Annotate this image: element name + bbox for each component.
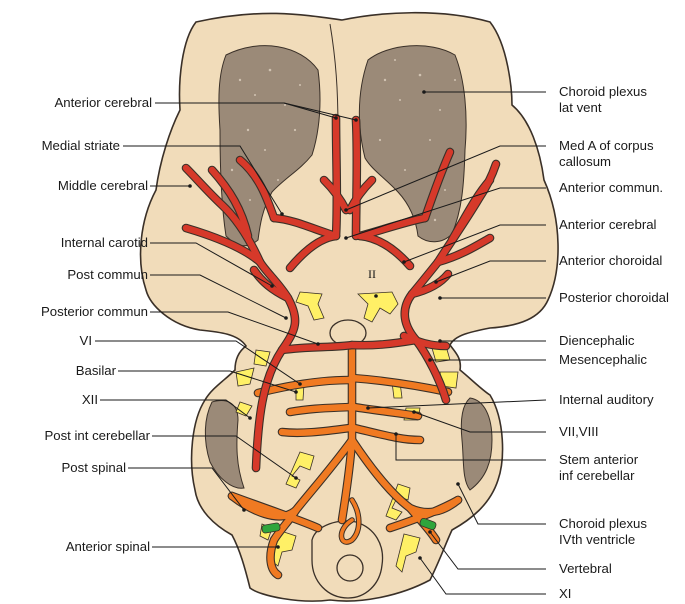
label-anterior-cerebral-right: Anterior cerebral bbox=[559, 217, 657, 232]
label-line: Choroid plexus bbox=[559, 516, 647, 531]
forebrain-outline bbox=[139, 11, 559, 602]
choroid-plexus-ivth-right bbox=[460, 397, 493, 491]
label-middle-cerebral: Middle cerebral bbox=[57, 178, 148, 193]
label-line: Choroid plexus bbox=[559, 84, 647, 99]
label-line: inf cerebellar bbox=[559, 468, 635, 483]
choroid-plexus-ivth-left bbox=[204, 400, 245, 489]
label-internal-carotid: Internal carotid bbox=[60, 235, 148, 250]
leader-dots bbox=[188, 90, 460, 560]
label-medial-striate: Medial striate bbox=[41, 138, 120, 153]
label-post-int-cerebellar: Post int cerebellar bbox=[44, 428, 150, 443]
hypoglossal-right bbox=[395, 533, 421, 573]
leader-lines bbox=[95, 91, 547, 595]
glosso-left bbox=[285, 451, 315, 489]
choroid-plexus-lat-vent-right bbox=[358, 45, 467, 243]
label-vertebral: Vertebral bbox=[559, 561, 612, 576]
label-anterior-spinal: Anterior spinal bbox=[65, 539, 150, 554]
optic-nerve-left bbox=[295, 291, 325, 321]
label-choroid-plexus-lat-vent: Choroid plexus lat vent bbox=[559, 84, 647, 116]
label-line: Stem anterior bbox=[559, 452, 639, 467]
label-optic-ii: II bbox=[368, 267, 376, 281]
label-line: callosum bbox=[559, 154, 612, 169]
label-xii: XII bbox=[81, 392, 98, 407]
label-line: IVth ventricle bbox=[559, 532, 636, 547]
vertebral-segments bbox=[261, 517, 437, 534]
label-stem-anterior-inf-cerebellar: Stem anterior inf cerebellar bbox=[559, 452, 638, 484]
label-post-commun: Post commun bbox=[67, 267, 148, 282]
label-diencephalic: Diencephalic bbox=[559, 333, 635, 348]
label-med-a-corpus-callosum: Med A of corpus callosum bbox=[559, 138, 654, 170]
glosso-right bbox=[385, 483, 411, 521]
label-vii-viii: VII,VIII bbox=[559, 424, 599, 439]
label-line: lat vent bbox=[559, 100, 602, 115]
label-post-spinal: Post spinal bbox=[61, 460, 126, 475]
optic-nerve-right bbox=[357, 291, 399, 323]
label-anterior-commun: Anterior commun. bbox=[559, 180, 664, 195]
label-basilar: Basilar bbox=[75, 363, 116, 378]
trigeminal-left bbox=[235, 367, 255, 387]
label-mesencephalic: Mesencephalic bbox=[559, 352, 647, 367]
central-canal bbox=[336, 554, 364, 582]
choroid-plexus-lat-vent-left bbox=[218, 45, 321, 247]
label-choroid-plexus-ivth-ventricle: Choroid plexus IVth ventricle bbox=[559, 516, 647, 548]
label-vi: VI bbox=[79, 333, 92, 348]
label-line: Med A of corpus bbox=[559, 138, 654, 153]
label-posterior-choroidal: Posterior choroidal bbox=[559, 290, 669, 305]
label-posterior-commun: Posterior commun bbox=[40, 304, 148, 319]
label-internal-auditory: Internal auditory bbox=[559, 392, 654, 407]
label-anterior-choroidal: Anterior choroidal bbox=[559, 253, 663, 268]
label-xi: XI bbox=[559, 586, 572, 601]
label-anterior-cerebral-left: Anterior cerebral bbox=[54, 95, 152, 110]
